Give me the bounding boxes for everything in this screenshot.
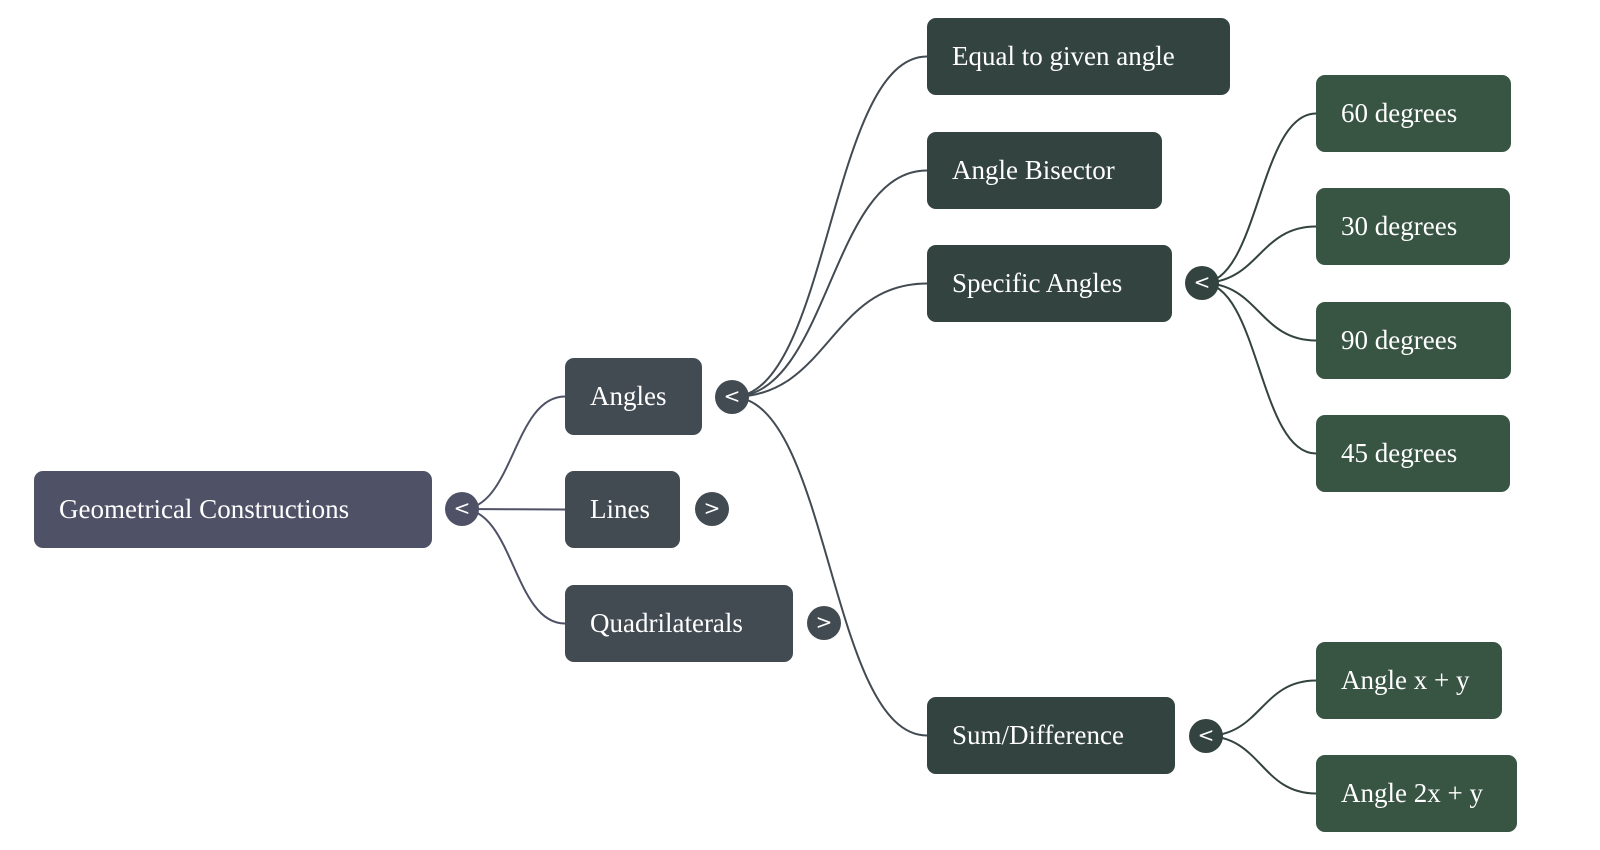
node-angle-2x-plus-y[interactable]: Angle 2x + y bbox=[1316, 755, 1517, 832]
link-angles-to-equal bbox=[731, 55, 928, 398]
link-specific-angles-to-45 bbox=[1201, 282, 1317, 455]
node-equal-to-given-angle[interactable]: Equal to given angle bbox=[927, 18, 1230, 95]
node-lines[interactable]: Lines bbox=[565, 471, 680, 548]
link-root-to-quad bbox=[461, 508, 566, 625]
collapse-toggle-geometrical-constructions[interactable]: < bbox=[445, 492, 479, 526]
node-angle-x-plus-y[interactable]: Angle x + y bbox=[1316, 642, 1502, 719]
link-sum-difference-to-2xy bbox=[1205, 735, 1317, 795]
node-geometrical-constructions[interactable]: Geometrical Constructions bbox=[34, 471, 432, 548]
node-60-degrees[interactable]: 60 degrees bbox=[1316, 75, 1511, 152]
node-angles[interactable]: Angles bbox=[565, 358, 702, 435]
link-specific-angles-to-30 bbox=[1201, 225, 1317, 284]
node-quadrilaterals[interactable]: Quadrilaterals bbox=[565, 585, 793, 662]
link-angles-to-bisector bbox=[731, 169, 928, 398]
link-specific-angles-to-60 bbox=[1201, 112, 1317, 284]
node-90-degrees[interactable]: 90 degrees bbox=[1316, 302, 1511, 379]
link-specific-angles-to-90 bbox=[1201, 282, 1317, 342]
node-sum-difference[interactable]: Sum/Difference bbox=[927, 697, 1175, 774]
link-root-to-angles bbox=[461, 395, 566, 510]
collapse-toggle-sum-difference[interactable]: < bbox=[1189, 719, 1223, 753]
node-30-degrees[interactable]: 30 degrees bbox=[1316, 188, 1510, 265]
node-45-degrees[interactable]: 45 degrees bbox=[1316, 415, 1510, 492]
expand-toggle-lines[interactable]: > bbox=[695, 492, 729, 526]
collapse-toggle-specific-angles[interactable]: < bbox=[1185, 266, 1219, 300]
link-angles-to-specific bbox=[731, 282, 928, 398]
collapse-toggle-angles[interactable]: < bbox=[715, 380, 749, 414]
expand-toggle-quadrilaterals[interactable]: > bbox=[807, 606, 841, 640]
link-sum-difference-to-xy bbox=[1205, 679, 1317, 737]
node-specific-angles[interactable]: Specific Angles bbox=[927, 245, 1172, 322]
link-angles-to-sum bbox=[731, 396, 928, 737]
node-angle-bisector[interactable]: Angle Bisector bbox=[927, 132, 1162, 209]
